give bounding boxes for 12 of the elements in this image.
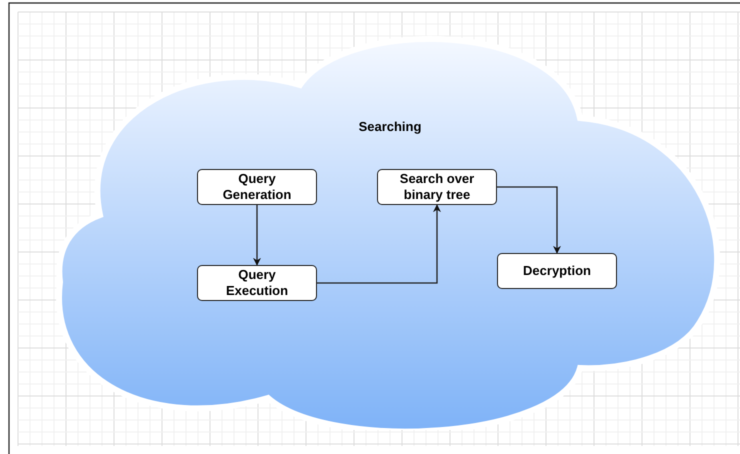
process-box (497, 253, 617, 289)
arrow (497, 186, 561, 254)
process-box (377, 169, 497, 205)
box-label: Query Execution (224, 267, 290, 299)
process-box (197, 169, 317, 205)
box-label: Query Generation (222, 171, 292, 203)
arrow (317, 204, 441, 284)
box-label: Decryption (523, 263, 591, 279)
box-label: Search over binary tree (398, 171, 476, 203)
cloud-title: Searching (358, 119, 422, 135)
process-box (197, 265, 317, 301)
arrow (253, 205, 261, 266)
